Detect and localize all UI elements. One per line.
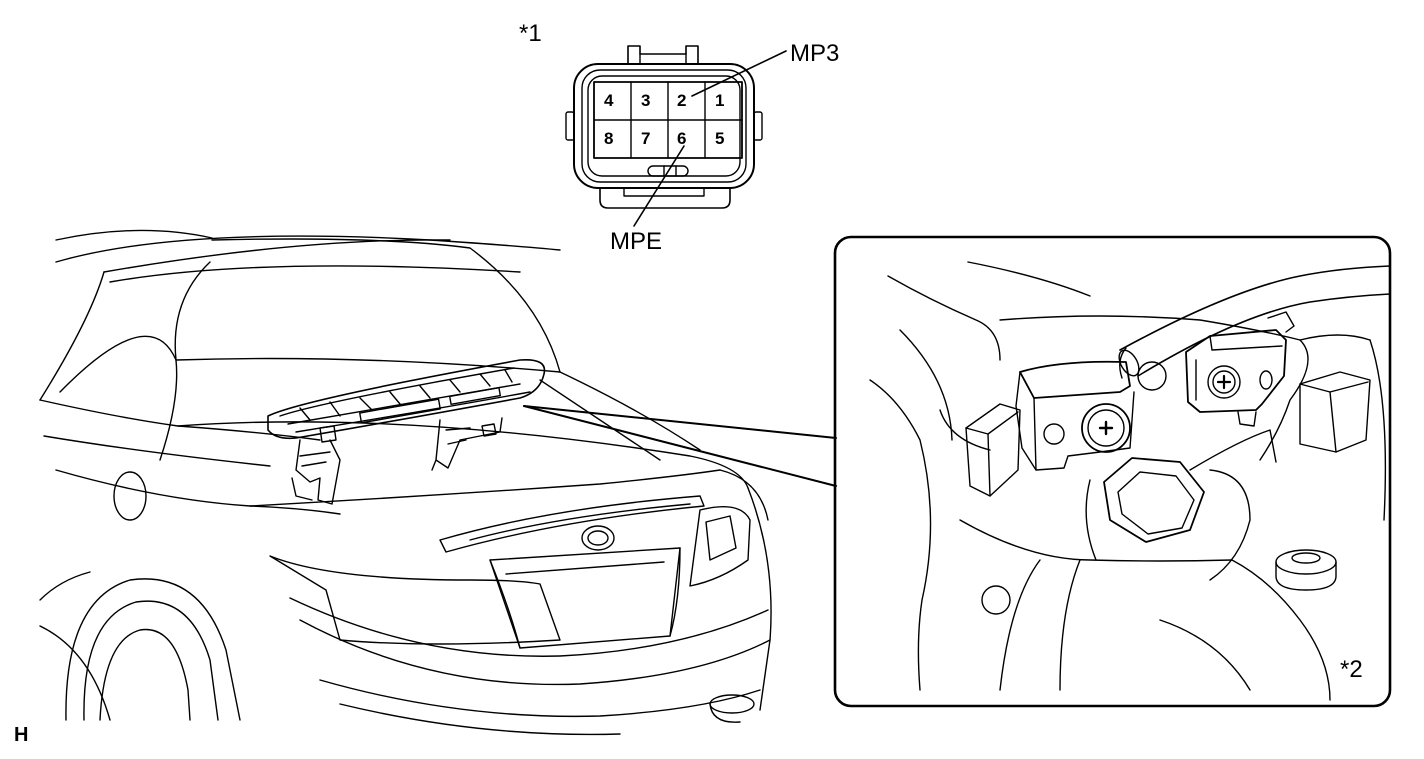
vehicle-drawing [40,230,771,734]
mp3-label: MP3 [790,40,840,67]
ref-2-label: *2 [1340,656,1363,683]
ref-1-label: *1 [519,20,542,47]
corner-label: H [14,724,29,746]
pin-label: 5 [715,129,725,148]
detail-frame [835,237,1390,706]
pin-label: 4 [604,91,614,110]
pin-label: 3 [641,91,651,110]
detail-drawing [870,262,1390,700]
pin-label: 1 [715,91,725,110]
pin-label: 7 [641,129,651,148]
pin-label: 2 [677,91,687,110]
mpe-label: MPE [610,228,663,255]
pin-label: 8 [604,129,614,148]
connector-drawing [566,46,786,226]
pin-label: 6 [677,129,687,148]
detail-pointer [524,406,836,486]
